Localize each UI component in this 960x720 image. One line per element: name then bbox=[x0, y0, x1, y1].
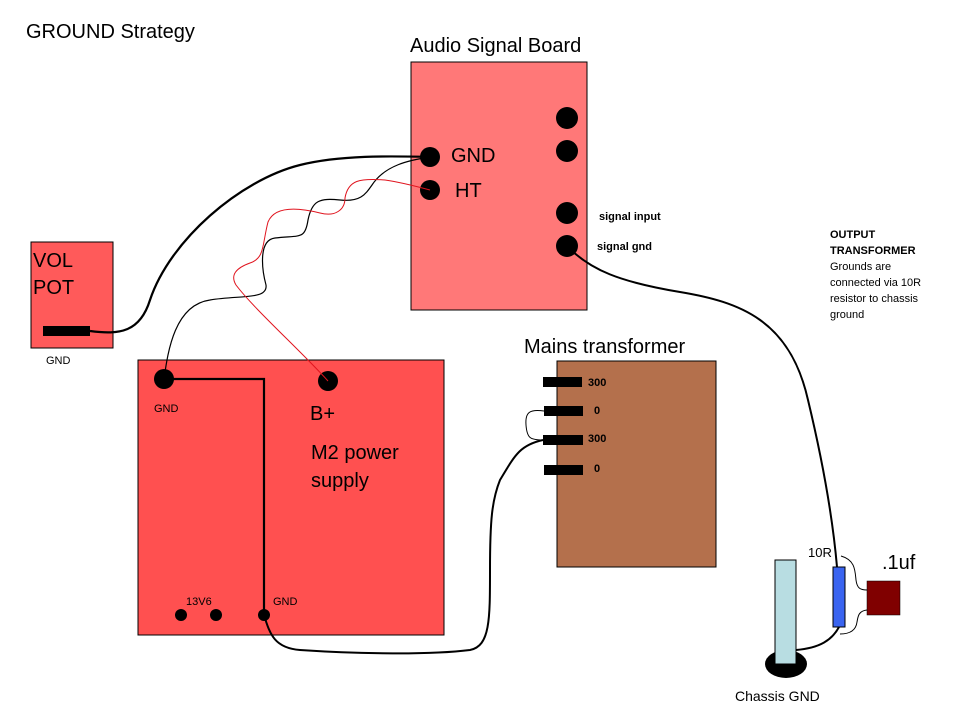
psu-13v6-terminal-1 bbox=[175, 609, 187, 621]
mains-transformer-title: Mains transformer bbox=[524, 336, 685, 358]
audio-terminal-2 bbox=[556, 140, 578, 162]
psu-13v6-terminal-2 bbox=[210, 609, 222, 621]
wire-signal-gnd-to-resistor bbox=[566, 245, 838, 568]
audio-terminal-1 bbox=[556, 107, 578, 129]
wire-capacitor-top-lead bbox=[840, 555, 868, 591]
wire-mains-jumper bbox=[525, 409, 545, 441]
audio-signal-board bbox=[410, 61, 588, 311]
psu-name-line-2: supply bbox=[311, 470, 369, 492]
capacitor bbox=[866, 580, 901, 616]
signal-gnd-label: signal gnd bbox=[597, 241, 652, 253]
chassis-ground-post bbox=[774, 559, 797, 665]
mains-tap-terminal bbox=[544, 465, 583, 475]
wire-resistor-to-chassis bbox=[795, 626, 840, 651]
10r-resistor bbox=[832, 566, 846, 628]
output-transformer-note-line: Grounds are bbox=[830, 261, 891, 273]
output-transformer-note-line: ground bbox=[830, 309, 864, 321]
audio-gnd-label: GND bbox=[451, 145, 495, 167]
psu-13v6-label: 13V6 bbox=[186, 596, 212, 608]
vol-pot-gnd-terminal bbox=[43, 326, 90, 336]
mains-tap-label: 0 bbox=[594, 405, 600, 417]
mains-tap-label: 300 bbox=[588, 377, 606, 389]
wire-psu-gnd-to-audio-gnd bbox=[163, 156, 431, 380]
mains-transformer bbox=[556, 360, 717, 568]
psu-name-line-1: M2 power bbox=[311, 442, 399, 464]
vol-pot-gnd-label: GND bbox=[46, 355, 71, 367]
mains-tap-terminal bbox=[543, 435, 583, 445]
wire-psu-bplus-to-audio-ht bbox=[233, 178, 431, 382]
vol-pot-label-1: VOL bbox=[33, 250, 73, 272]
capacitor-label: .1uf bbox=[882, 552, 916, 574]
audio-ht-label: HT bbox=[455, 180, 482, 202]
m2-power-supply bbox=[137, 359, 445, 636]
psu-gnd-bottom-label: GND bbox=[273, 596, 298, 608]
output-transformer-heading-2: TRANSFORMER bbox=[830, 245, 916, 257]
resistor-label: 10R bbox=[808, 545, 832, 560]
wire-psu-gnd-to-mains-tap bbox=[263, 439, 544, 655]
wire-capacitor-bottom-lead bbox=[839, 609, 868, 635]
audio-signal-input-terminal bbox=[556, 202, 578, 224]
audio-board-title: Audio Signal Board bbox=[410, 35, 581, 57]
output-transformer-note-line: resistor to chassis bbox=[830, 293, 919, 305]
wire-volpot-gnd-to-audio-gnd bbox=[89, 155, 431, 334]
psu-internal-ground-trace bbox=[164, 377, 266, 615]
mains-tap-terminal bbox=[543, 377, 582, 387]
psu-bplus-label: B+ bbox=[310, 403, 335, 425]
output-transformer-heading-1: OUTPUT bbox=[830, 229, 876, 241]
mains-tap-terminal bbox=[544, 406, 583, 416]
signal-input-label: signal input bbox=[599, 211, 661, 223]
chassis-gnd-label: Chassis GND bbox=[735, 688, 820, 704]
mains-tap-label: 300 bbox=[588, 433, 606, 445]
vol-pot-label-2: POT bbox=[33, 277, 74, 299]
mains-tap-label: 0 bbox=[594, 463, 600, 475]
diagram-title: GROUND Strategy bbox=[26, 21, 195, 43]
psu-gnd-top-label: GND bbox=[154, 403, 179, 415]
output-transformer-note-line: connected via 10R bbox=[830, 277, 921, 289]
